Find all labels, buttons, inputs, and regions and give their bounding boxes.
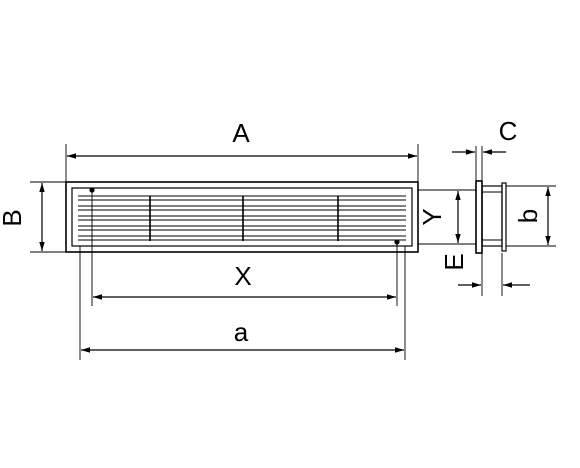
dimension-a-small: a [79,246,406,360]
label-Y: Y [417,208,447,225]
label-B: B [0,209,27,226]
side-flange [475,180,483,254]
mount-point-right [394,239,400,245]
label-X: X [234,261,251,291]
label-b: b [513,209,543,223]
grille-front-view [65,181,419,253]
side-insert-body [481,185,503,247]
side-back-plate [501,182,507,252]
inner-frame [71,187,413,247]
label-a: a [234,317,249,347]
grille-side-view [475,180,507,254]
label-E: E [439,253,469,270]
label-A: A [232,118,250,148]
dimension-B: B [0,181,66,253]
dimension-Y: Y [417,189,476,245]
dimension-E: E [439,253,530,296]
vertical-ribs [149,196,339,241]
dimension-X: X [91,192,398,306]
dimension-A: A [65,118,419,182]
label-C: C [499,116,518,146]
dimension-b: b [506,185,556,247]
louver-slats [78,195,406,241]
mount-point-left [89,187,95,193]
outer-frame [65,181,419,253]
dimension-C: C [452,116,517,181]
